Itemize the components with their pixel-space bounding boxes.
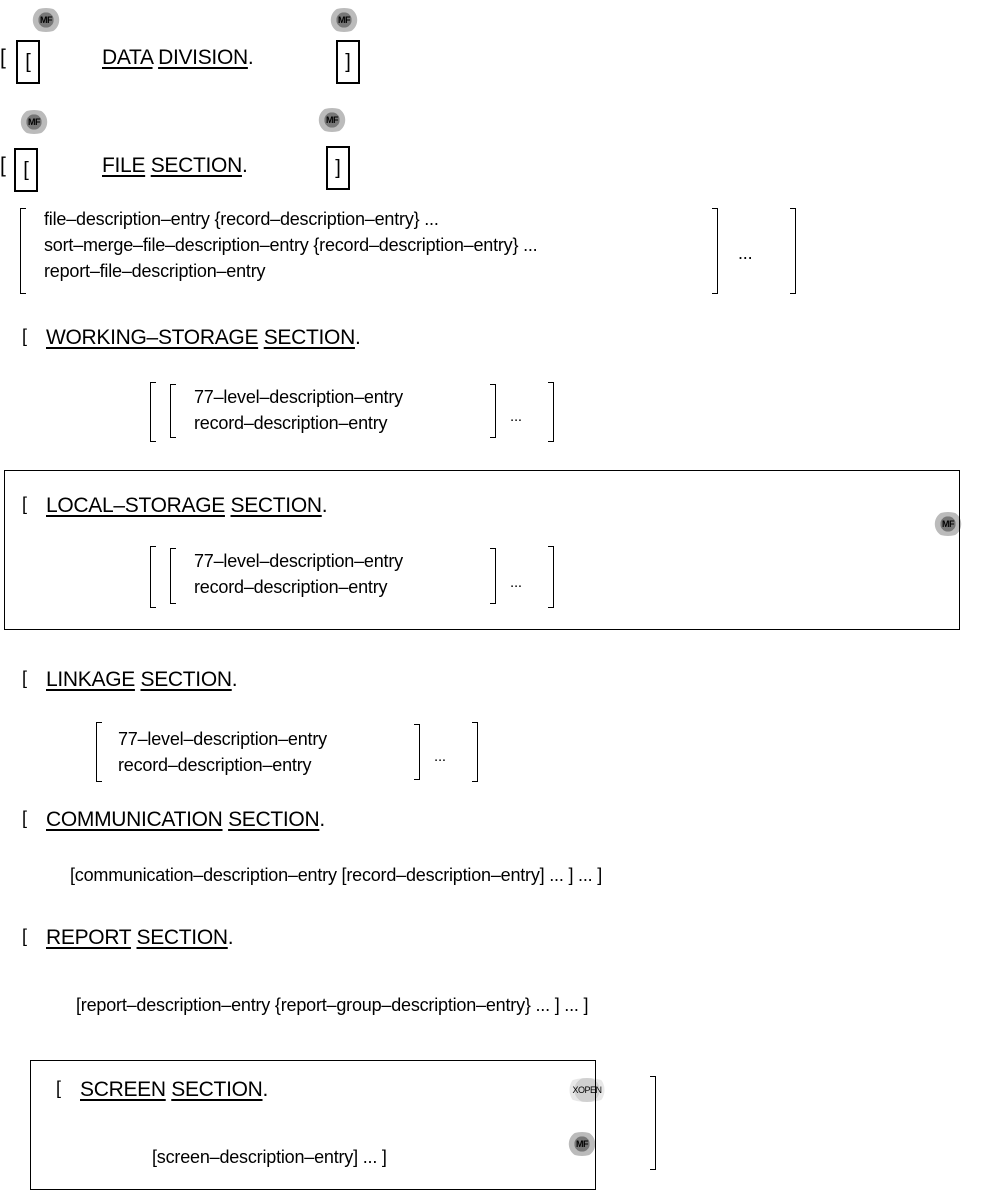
local-storage-outer-right-bracket — [548, 546, 554, 608]
xopen-badge-icon: XOPEN — [562, 1078, 612, 1102]
local-storage-frame — [4, 470, 960, 630]
screen-outer-right-bracket — [650, 1076, 656, 1170]
report-file-description-entry: report–file–description–entry — [44, 261, 266, 281]
data-division-open-bracket: [ — [16, 40, 40, 84]
screen-open-bracket: [ — [56, 1078, 61, 1098]
working-storage-heading: WORKING–STORAGE SECTION. — [46, 326, 361, 349]
working-storage-repeat: ... — [510, 408, 522, 425]
local-storage-inner-right-bracket — [490, 548, 496, 604]
report-open-bracket: [ — [22, 926, 27, 946]
working-storage-inner-right-bracket — [490, 384, 496, 438]
record-description-entry: record–description–entry — [194, 413, 388, 433]
level-77-entry: 77–level–description–entry — [194, 387, 403, 407]
working-storage-outer-left-bracket — [150, 382, 156, 442]
data-division-close-bracket: ] — [336, 40, 360, 84]
file-section-outer-bracket: [ — [0, 154, 6, 177]
mf-badge-icon: MF — [564, 1132, 600, 1156]
sort-merge-file-description-entry: sort–merge–file–description–entry {recor… — [44, 235, 538, 255]
record-description-entry: record–description–entry — [118, 755, 312, 775]
screen-heading: SCREEN SECTION. — [80, 1078, 269, 1101]
record-description-entry: record–description–entry — [194, 577, 388, 597]
file-description-entry: file–description–entry {record–descripti… — [44, 209, 439, 229]
local-storage-heading: LOCAL–STORAGE SECTION. — [46, 494, 328, 517]
linkage-repeat: ... — [434, 748, 446, 765]
level-77-entry: 77–level–description–entry — [194, 551, 403, 571]
screen-frame — [30, 1060, 596, 1190]
local-storage-inner-left-bracket — [170, 548, 176, 604]
linkage-heading: LINKAGE SECTION. — [46, 668, 238, 691]
linkage-open-bracket: [ — [22, 668, 27, 688]
linkage-entries: 77–level–description–entry record–descri… — [118, 726, 327, 778]
mf-badge-icon: MF — [326, 8, 362, 32]
screen-description-entry: [screen–description–entry] ... ] — [152, 1147, 387, 1167]
data-division-outer-bracket: [ — [0, 46, 6, 69]
working-storage-entries: 77–level–description–entry record–descri… — [194, 384, 403, 436]
report-description-entry: [report–description–entry {report–group–… — [76, 995, 589, 1015]
data-division-heading: DATA DIVISION. — [102, 46, 254, 69]
local-storage-entries: 77–level–description–entry record–descri… — [194, 548, 403, 600]
file-entries-right-brace — [712, 208, 718, 294]
local-storage-open-bracket: [ — [22, 494, 27, 514]
mf-badge-icon: MF — [16, 110, 52, 134]
working-storage-open-bracket: [ — [22, 326, 27, 346]
file-entries-repeat: ... — [738, 243, 753, 263]
local-storage-repeat: ... — [510, 574, 522, 591]
local-storage-outer-left-bracket — [150, 546, 156, 608]
linkage-inner-right-bracket — [414, 724, 420, 780]
linkage-outer-right-bracket — [472, 722, 478, 782]
communication-heading: COMMUNICATION SECTION. — [46, 808, 325, 831]
linkage-left-bracket — [96, 722, 102, 782]
file-section-heading: FILE SECTION. — [102, 154, 248, 177]
working-storage-outer-right-bracket — [548, 382, 554, 442]
report-heading: REPORT SECTION. — [46, 926, 234, 949]
level-77-entry: 77–level–description–entry — [118, 729, 327, 749]
file-section-right-bracket — [790, 208, 796, 294]
mf-badge-icon: MF — [930, 512, 966, 536]
communication-description-entry: [communication–description–entry [record… — [70, 865, 603, 885]
mf-badge-icon: MF — [28, 8, 64, 32]
mf-badge-icon: MF — [314, 108, 350, 132]
file-entries-left-brace — [20, 208, 26, 294]
file-entries-list: file–description–entry {record–descripti… — [44, 206, 538, 284]
file-section-close-bracket: ] — [326, 146, 350, 190]
file-section-open-bracket: [ — [14, 148, 38, 192]
working-storage-inner-left-bracket — [170, 384, 176, 438]
communication-open-bracket: [ — [22, 808, 27, 828]
